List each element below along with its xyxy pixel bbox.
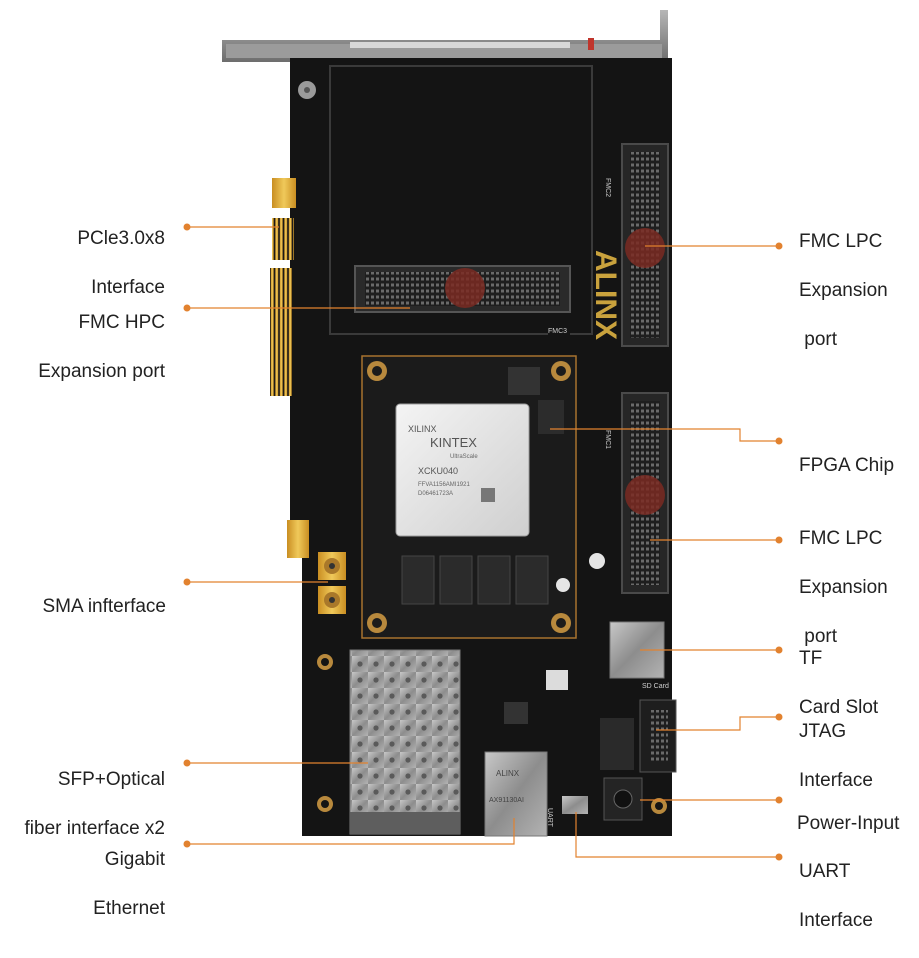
rj45-brand: ALINX — [496, 769, 520, 778]
fmc2-silk: FMC2 — [604, 178, 611, 197]
jtag-header — [600, 699, 677, 773]
label-uart: UART Interface — [799, 835, 873, 958]
chip-family: KINTEX — [430, 435, 477, 450]
label-fmc-lpc-bottom: FMC LPC Expansion port — [799, 502, 888, 674]
chip-vendor: XILINX — [408, 424, 437, 434]
label-fmc-lpc-top: FMC LPC Expansion port — [799, 205, 888, 377]
sma-connectors — [318, 552, 346, 614]
board-photo: FMC3 ALINX FMC2 FMC1 XILINX KINTE — [183, 10, 783, 861]
rj45-part: AX91130AI — [489, 797, 524, 804]
label-fmc-lpc-bottom-line2: Expansion — [799, 576, 888, 598]
chip-series: UltraScale — [450, 454, 478, 460]
leader-fpga — [550, 428, 779, 442]
label-jtag-line2: Interface — [799, 769, 873, 791]
label-power: Power-Input — [797, 787, 899, 861]
chip-code2: D06461723A — [418, 491, 453, 497]
label-gigabit: Gigabit Ethernet — [93, 823, 165, 946]
label-jtag-line1: JTAG — [799, 720, 847, 742]
label-tf-line2: Card Slot — [799, 696, 879, 718]
label-fmc-lpc-top-line1: FMC LPC — [799, 230, 883, 252]
label-sfp-line1: SFP+Optical — [57, 768, 165, 790]
label-fpga: FPGA Chip — [799, 429, 894, 503]
leader-jtag — [656, 716, 779, 731]
chip-part: XCKU040 — [418, 466, 458, 476]
pci-bracket — [222, 10, 668, 62]
power-jack — [603, 777, 667, 821]
label-sfp-line2: fiber interface x2 — [24, 817, 165, 839]
label-fmc-lpc-bottom-line1: FMC LPC — [799, 527, 883, 549]
label-fmc-lpc-bottom-line3: port — [799, 625, 838, 647]
chip-code1: FFVA1156AMI1921 — [418, 482, 470, 488]
uart-usb: UART — [546, 796, 588, 828]
connector-white — [546, 670, 568, 690]
label-pcie: PCle3.0x8 Interface — [77, 202, 165, 325]
uart-silk: UART — [546, 808, 553, 828]
label-fpga-line1: FPGA Chip — [799, 454, 895, 476]
label-sma-line1: SMA infterface — [42, 595, 166, 617]
label-uart-line2: Interface — [799, 909, 873, 931]
fmc1-silk: FMC1 — [604, 430, 611, 449]
label-tf-line1: TF — [799, 647, 823, 669]
label-fmc-hpc-line1: FMC HPC — [78, 311, 165, 333]
sfp-cage — [317, 649, 461, 835]
fmc3-silk: FMC3 — [548, 328, 567, 335]
label-fmc-lpc-top-line2: Expansion — [799, 279, 888, 301]
label-fmc-lpc-top-line3: port — [799, 328, 838, 350]
sd-card-silk: SD Card — [642, 683, 669, 690]
label-tf: TF Card Slot — [799, 622, 878, 745]
label-jtag: JTAG Interface — [799, 695, 873, 818]
label-uart-line1: UART — [799, 860, 851, 882]
brand-silk: ALINX — [589, 250, 622, 340]
phy-chip — [504, 702, 528, 724]
label-fmc-hpc-line2: Expansion port — [38, 360, 165, 382]
pcie-edge-connector — [270, 178, 309, 558]
label-sfp: SFP+Optical fiber interface x2 — [25, 743, 165, 866]
label-power-line1: Power-Input — [797, 812, 900, 834]
label-pcie-line2: Interface — [91, 276, 165, 298]
fmc-hpc-area: FMC3 — [298, 65, 593, 335]
rj45-jack: ALINX AX91130AI — [484, 751, 548, 837]
leader-lines — [183, 223, 783, 861]
label-gigabit-line2: Ethernet — [93, 897, 165, 919]
fmc-lpc-top-connector: FMC2 — [604, 143, 669, 347]
label-pcie-line1: PCle3.0x8 — [77, 227, 165, 249]
fpga-chip: XILINX KINTEX UltraScale XCKU040 FFVA115… — [395, 403, 530, 537]
label-sma: SMA infterface — [42, 570, 166, 644]
leader-uart — [575, 812, 779, 858]
fmc-lpc-bottom-connector: FMC1 — [604, 392, 669, 594]
leader-gigabit — [187, 818, 515, 845]
label-gigabit-line1: Gigabit — [104, 848, 165, 870]
label-fmc-hpc: FMC HPC Expansion port — [38, 286, 165, 409]
